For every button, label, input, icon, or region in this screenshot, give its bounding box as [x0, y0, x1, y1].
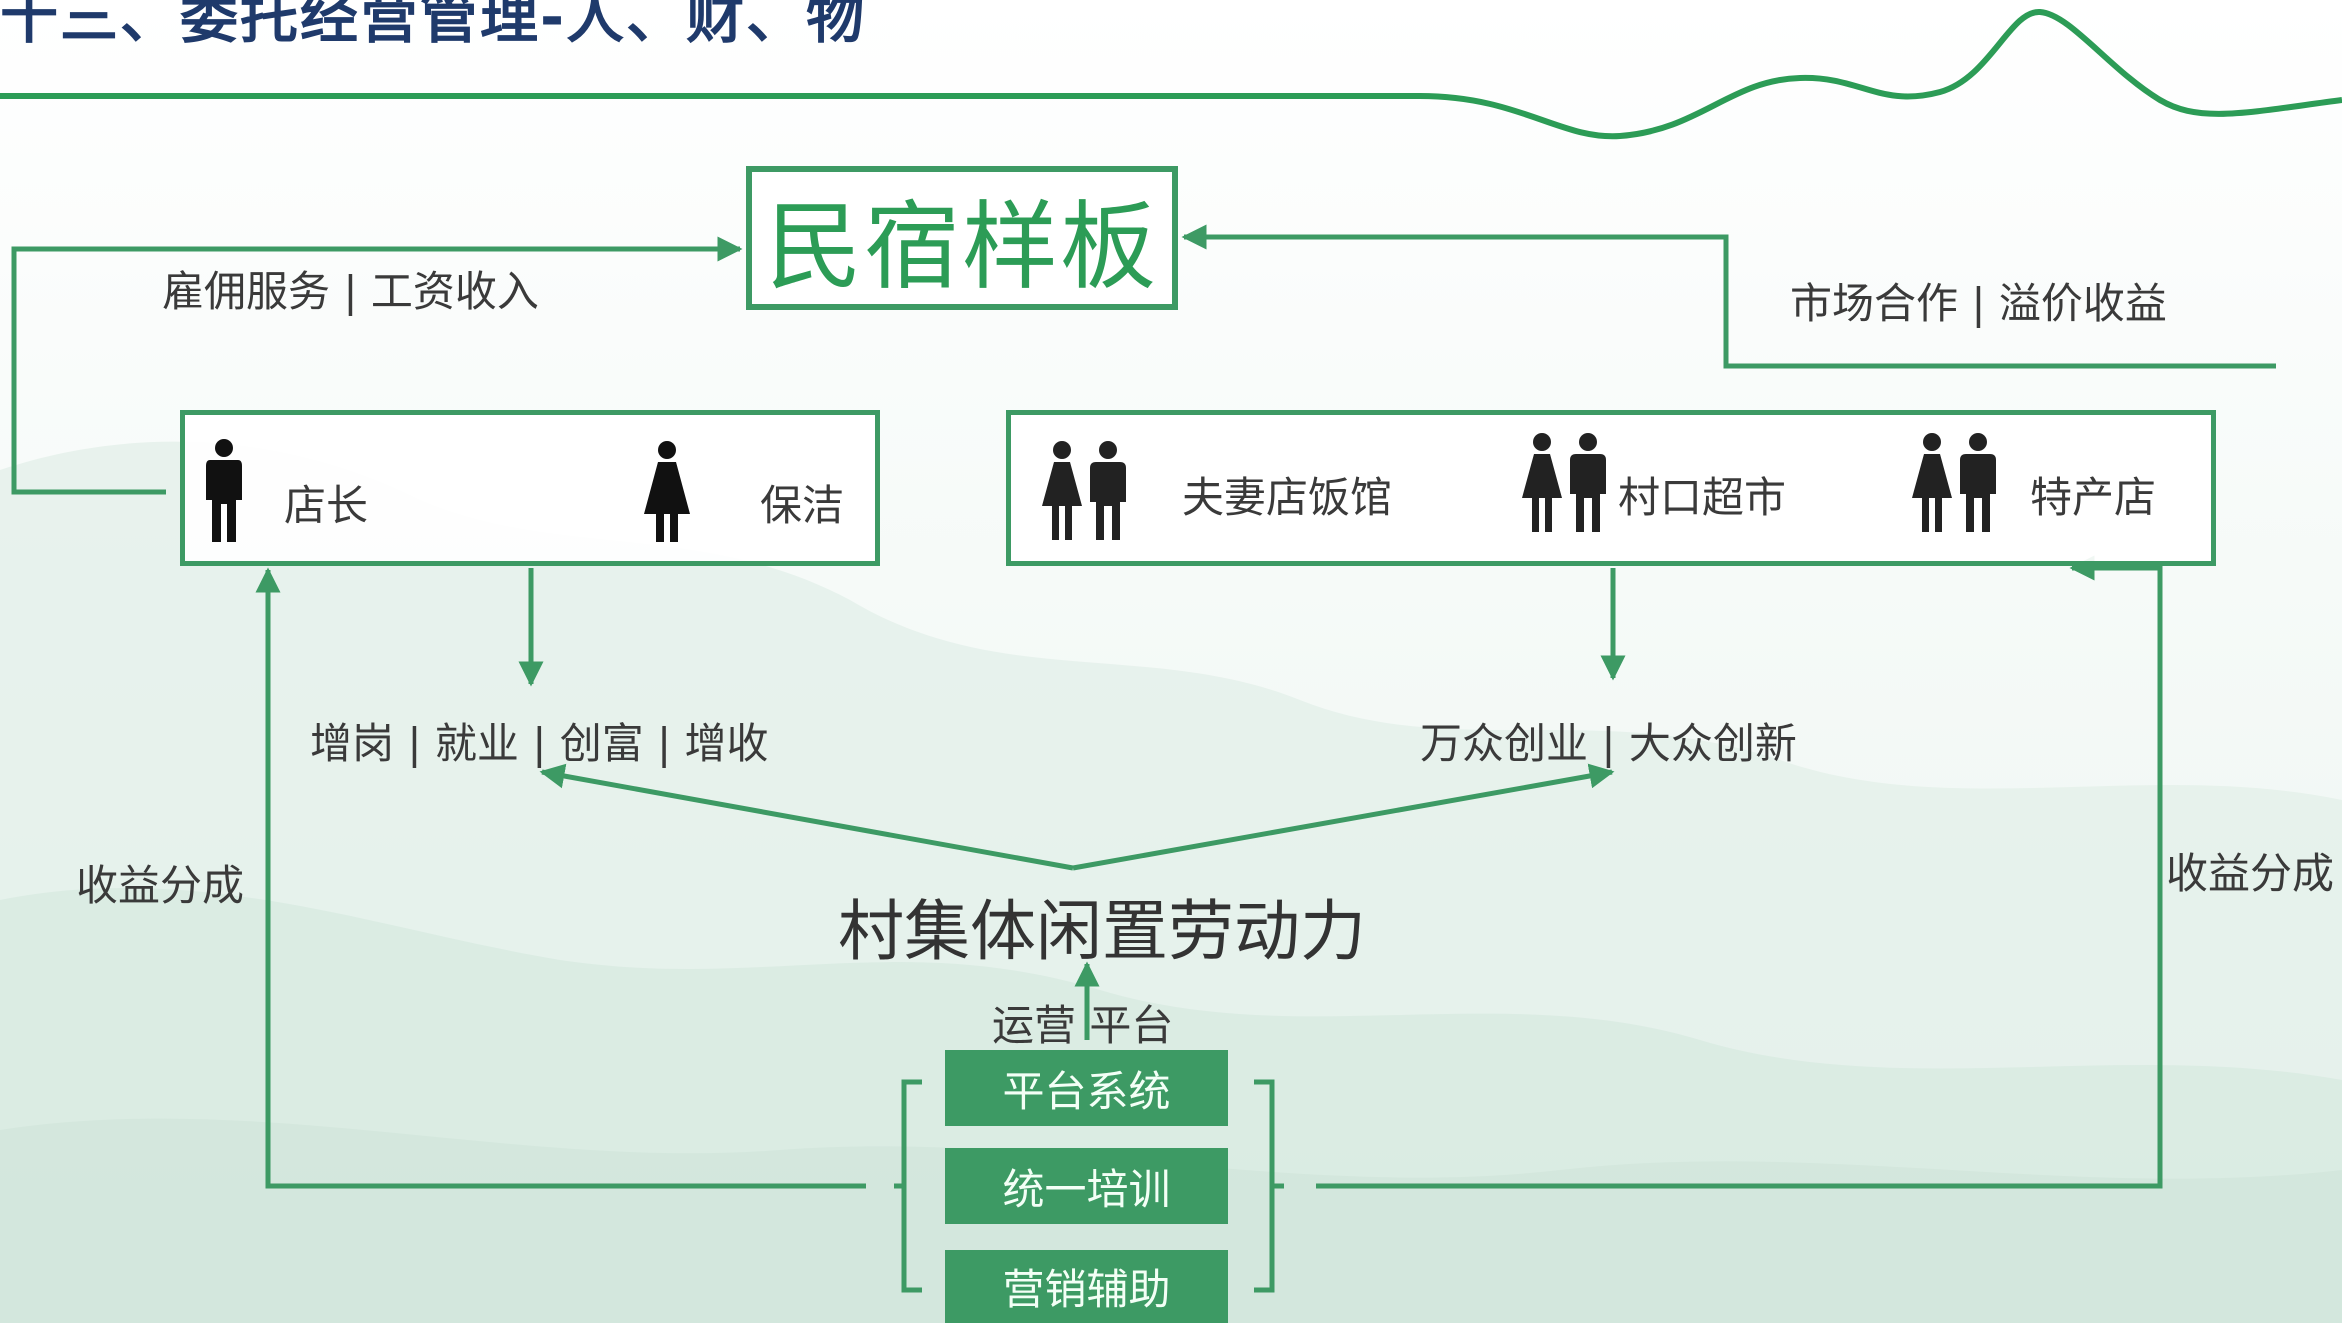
business-item-supermarket: 村口超市	[1618, 473, 1787, 522]
staff-item-manager: 店长	[284, 481, 369, 530]
unified-training-label: 统一培训	[1002, 1164, 1171, 1214]
right-benefit-label: 万众创业 | 大众创新	[1420, 719, 1797, 768]
left-benefit-label: 增岗 | 就业 | 创富 | 增收	[310, 719, 769, 768]
couple-icon	[1042, 441, 1126, 540]
idle-labor-label: 村集体闲置劳动力	[838, 893, 1366, 970]
man-icon	[206, 439, 242, 542]
page-title: 十三、委托经营管理-人、财、物	[0, 0, 867, 51]
couple-icon	[1912, 433, 1996, 532]
homestay-title: 民宿样板	[766, 190, 1158, 303]
platform-system-box: 平台系统	[945, 1050, 1228, 1126]
right-top-label: 市场合作 | 溢价收益	[1790, 279, 2167, 328]
business-item-specialty-shop: 特产店	[2030, 473, 2157, 522]
homestay-template-box: 民宿样板	[746, 166, 1178, 310]
staff-box	[180, 410, 880, 566]
right-revenue-share-label: 收益分成	[2166, 849, 2335, 898]
woman-icon	[644, 441, 690, 542]
business-item-restaurant: 夫妻店饭馆	[1182, 473, 1393, 522]
marketing-support-box: 营销辅助	[945, 1250, 1228, 1323]
business-box	[1006, 410, 2216, 566]
left-revenue-share-label: 收益分成	[76, 861, 245, 910]
ops-platform-label: 运营 平台	[992, 1001, 1174, 1050]
staff-item-cleaner: 保洁	[760, 481, 845, 530]
left-top-label: 雇佣服务 | 工资收入	[162, 267, 539, 316]
unified-training-box: 统一培训	[945, 1148, 1228, 1224]
marketing-support-label: 营销辅助	[1002, 1265, 1171, 1314]
platform-system-label: 平台系统	[1002, 1066, 1171, 1116]
couple-icon	[1522, 433, 1606, 532]
header-wave	[0, 9, 2342, 140]
